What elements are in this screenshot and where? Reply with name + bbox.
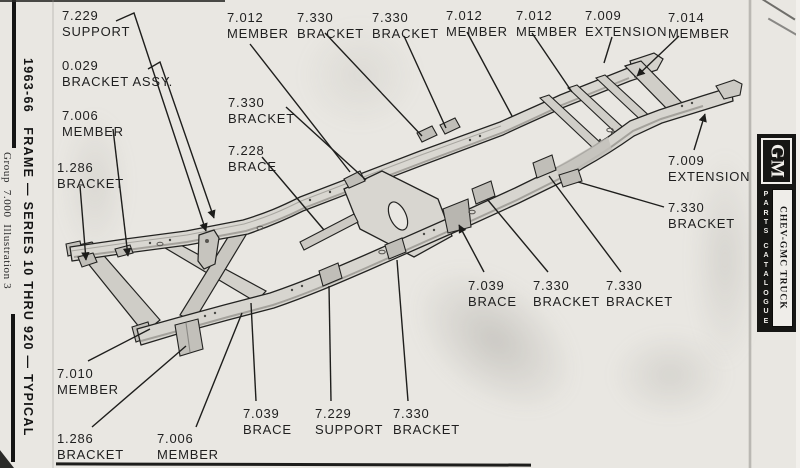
callout-number: 7.229 xyxy=(315,406,352,421)
callout-label: 7.229 SUPPORT xyxy=(62,8,130,39)
margin-rule-top xyxy=(12,0,16,148)
callout-number: 7.012 xyxy=(227,10,264,25)
callout-number: 7.009 xyxy=(585,8,622,23)
callout-part-name: BRACKET xyxy=(533,293,601,309)
callout-part-name: BRACE xyxy=(243,421,292,437)
callout-part-name: BRACE xyxy=(468,293,517,309)
callout-part-name: BRACKET xyxy=(228,110,296,126)
callout-part-name: BRACKET xyxy=(57,175,125,191)
brackets xyxy=(77,117,583,357)
callout-label: 7.330 BRACKET xyxy=(297,10,364,41)
callout-label: 7.229 SUPPORT xyxy=(315,406,383,437)
callout-label: 7.228 BRACE xyxy=(228,143,277,174)
gm-logo: GM xyxy=(766,143,788,179)
callout-number: 7.009 xyxy=(668,153,705,168)
callout-number: 7.330 xyxy=(297,10,334,25)
callout-number: 7.330 xyxy=(228,95,265,110)
callout-number: 7.330 xyxy=(606,278,643,293)
margin-rule-bottom xyxy=(11,314,15,462)
callout-part-name: EXTENSION xyxy=(668,168,751,184)
callout-number: 0.029 xyxy=(62,58,99,73)
page-crease xyxy=(748,0,752,468)
callout-number: 7.330 xyxy=(393,406,430,421)
chev-gmc-truck-box: CHEV-GMC TRUCK xyxy=(772,189,793,327)
callout-label: 7.330 BRACKET xyxy=(228,95,295,126)
callout-label: 7.330 BRACKET xyxy=(393,406,460,437)
callout-part-name: BRACKET xyxy=(393,421,461,437)
page-edge-strip xyxy=(796,0,800,468)
callout-number: 7.006 xyxy=(157,431,194,446)
brace-7228 xyxy=(299,213,359,251)
callout-part-name: EXTENSION xyxy=(585,23,668,39)
callout-part-name: BRACE xyxy=(228,158,277,174)
callout-label: 7.012 MEMBER xyxy=(516,8,578,39)
callout-number: 7.012 xyxy=(446,8,483,23)
callout-part-name: BRACKET xyxy=(668,215,736,231)
callout-label: 7.039 BRACE xyxy=(468,278,517,309)
callout-number: 1.286 xyxy=(57,160,94,175)
group-illustration-label: Group 7.000 Illustration 3 xyxy=(1,152,13,290)
rivet-details xyxy=(148,101,694,318)
callout-label: 7.010 MEMBER xyxy=(57,366,119,397)
callout-part-name: MEMBER xyxy=(62,123,124,139)
callout-label: 7.039 BRACE xyxy=(243,406,292,437)
callout-label: 7.330 BRACKET xyxy=(533,278,600,309)
callout-number: 7.006 xyxy=(62,108,99,123)
callout-label: 7.006 MEMBER xyxy=(62,108,124,139)
callout-part-name: MEMBER xyxy=(668,25,730,41)
callout-label: 7.006 MEMBER xyxy=(157,431,219,462)
callout-part-name: MEMBER xyxy=(227,25,289,41)
callout-number: 7.330 xyxy=(668,200,705,215)
gm-logo-box: GM xyxy=(761,138,792,184)
callout-label: 7.012 MEMBER xyxy=(446,8,508,39)
callout-number: 7.014 xyxy=(668,10,705,25)
callout-label: 7.009 EXTENSION xyxy=(668,153,750,184)
callout-number: 7.229 xyxy=(62,8,99,23)
callout-number: 1.286 xyxy=(57,431,94,446)
callout-number: 7.012 xyxy=(516,8,553,23)
callout-number: 7.039 xyxy=(243,406,280,421)
callout-part-name: BRACKET xyxy=(297,25,365,41)
callout-label: 7.330 BRACKET xyxy=(606,278,673,309)
callout-number: 7.228 xyxy=(228,143,265,158)
support-tower xyxy=(197,229,220,270)
callout-number: 7.039 xyxy=(468,278,505,293)
leader-lines xyxy=(79,12,707,428)
callout-part-name: MEMBER xyxy=(157,446,219,462)
callout-label: 1.286 BRACKET xyxy=(57,160,124,191)
callout-number: 7.330 xyxy=(533,278,570,293)
callout-part-name: BRACKET xyxy=(606,293,674,309)
callout-label: 7.014 MEMBER xyxy=(668,10,730,41)
callout-label: 0.029 BRACKET ASSY. xyxy=(62,58,173,89)
callout-part-name: MEMBER xyxy=(446,23,508,39)
chev-gmc-truck-text: CHEV-GMC TRUCK xyxy=(777,206,788,310)
callout-part-name: MEMBER xyxy=(57,381,119,397)
callout-part-name: BRACKET ASSY. xyxy=(62,73,174,89)
callout-label: 7.009 EXTENSION xyxy=(585,8,667,39)
callout-part-name: MEMBER xyxy=(516,23,578,39)
callout-label: 7.330 BRACKET xyxy=(668,200,735,231)
callout-part-name: SUPPORT xyxy=(62,23,131,39)
callout-number: 7.010 xyxy=(57,366,94,381)
callout-part-name: BRACKET xyxy=(57,446,125,462)
callout-number: 7.330 xyxy=(372,10,409,25)
callout-label: 7.330 BRACKET xyxy=(372,10,439,41)
page-crease-faint xyxy=(52,0,54,468)
scan-edge-top xyxy=(0,0,225,2)
callout-label: 1.286 BRACKET xyxy=(57,431,124,462)
callout-part-name: BRACKET xyxy=(372,25,440,41)
callout-part-name: SUPPORT xyxy=(315,421,384,437)
callout-label: 7.012 MEMBER xyxy=(227,10,289,41)
spine-title: 1963-66 FRAME — SERIES 10 THRU 920 — TYP… xyxy=(21,58,35,437)
